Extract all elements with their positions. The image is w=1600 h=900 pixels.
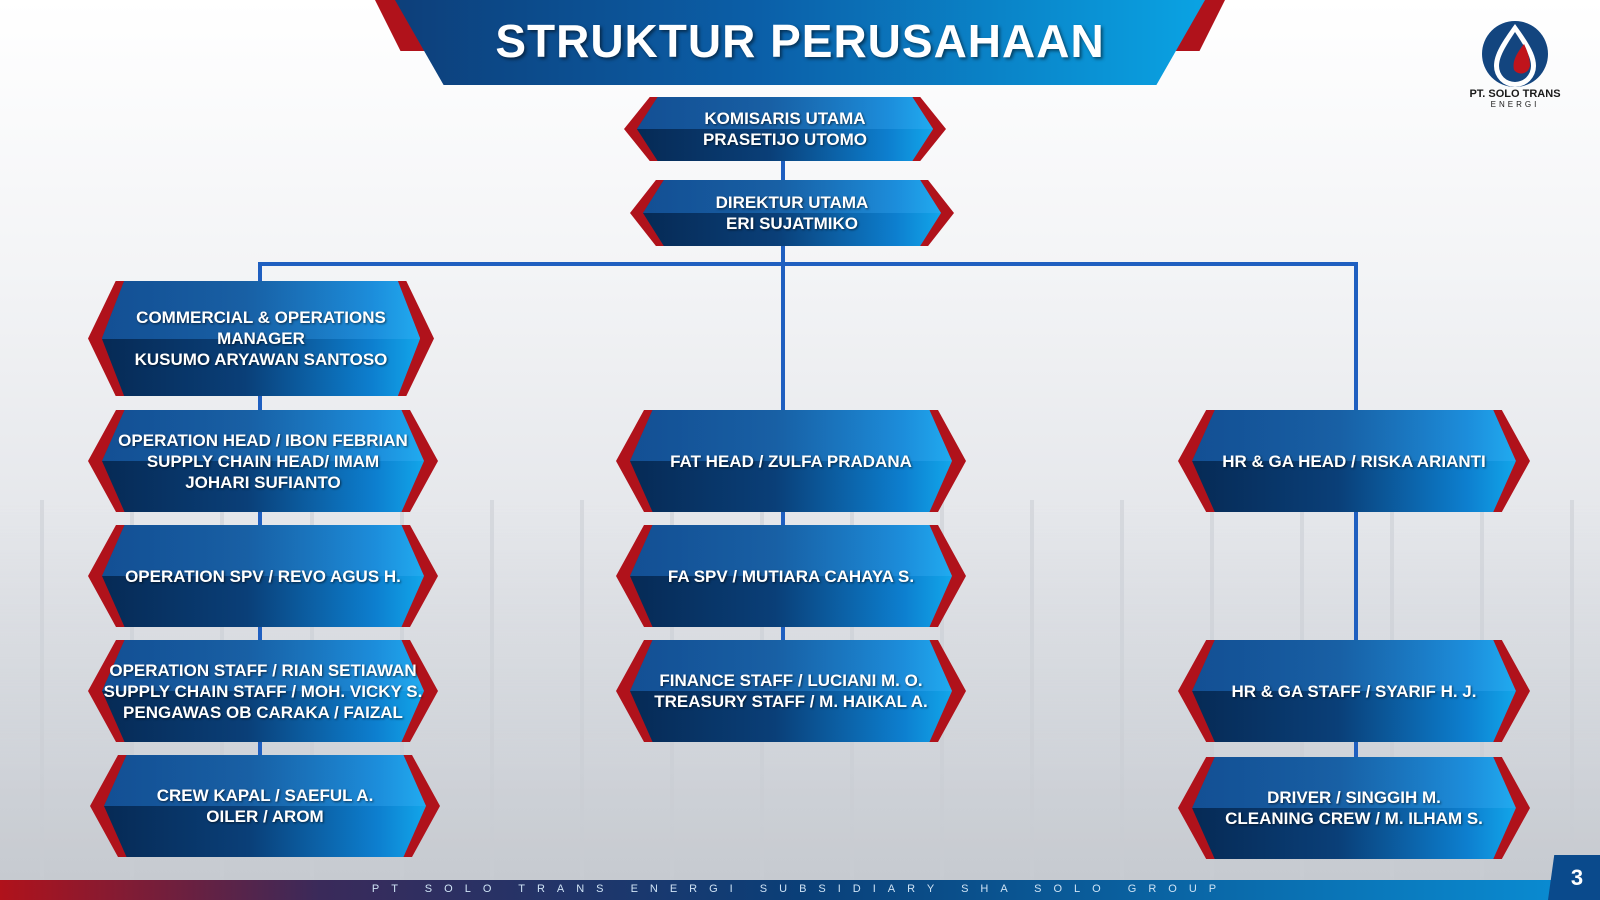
org-node-text: CREW KAPAL / SAEFUL A. OILER / AROM — [90, 755, 440, 857]
org-node-top-1: DIREKTUR UTAMA ERI SUJATMIKO — [630, 180, 954, 246]
org-node-line: ERI SUJATMIKO — [726, 214, 858, 233]
org-node-line: COMMERCIAL & OPERATIONS — [136, 308, 386, 327]
logo-sub: ENERGI — [1490, 100, 1540, 109]
org-node-line: JOHARI SUFIANTO — [185, 472, 341, 492]
logo-name: PT. SOLO TRANS — [1469, 88, 1561, 100]
page-number: 3 — [1548, 855, 1600, 900]
org-node-left-4: CREW KAPAL / SAEFUL A. OILER / AROM — [90, 755, 440, 857]
org-node-line: PRASETIJO UTOMO — [702, 130, 868, 149]
org-node-line: KOMISARIS UTAMA — [704, 109, 866, 128]
org-node-left-2: OPERATION SPV / REVO AGUS H. — [88, 525, 438, 627]
flame-drop-logo-icon — [1482, 21, 1548, 87]
org-node-left-0: COMMERCIAL & OPERATIONS MANAGER KUSUMO ARY… — [88, 281, 434, 396]
org-node-line: KUSUMO ARYAWAN SANTOSO — [134, 350, 388, 369]
org-node-line: CREW KAPAL / SAEFUL A. — [156, 786, 374, 805]
org-node-text: KOMISARIS UTAMA PRASETIJO UTOMO — [624, 97, 946, 161]
org-node-line: OPERATION STAFF / RIAN SETIAWAN — [109, 660, 417, 680]
org-node-text: FINANCE STAFF / LUCIANI M. O. TREASURY ST… — [616, 640, 966, 742]
org-node-text: FA SPV / MUTIARA CAHAYA S. — [616, 525, 966, 627]
connector-top — [781, 158, 785, 650]
org-node-text: OPERATION SPV / REVO AGUS H. — [88, 525, 438, 627]
org-node-text: HR & GA STAFF / SYARIF H. J. — [1178, 640, 1530, 742]
org-node-text: DRIVER / SINGGIH M. CLEANING CREW / M. IL… — [1178, 757, 1530, 859]
org-node-text: HR & GA HEAD / RISKA ARIANTI — [1178, 410, 1530, 512]
page-title: STRUKTUR PERUSAHAAN — [495, 15, 1105, 67]
org-node-line: FINANCE STAFF / LUCIANI M. O. — [659, 671, 923, 690]
connector-horizontal — [258, 262, 1358, 266]
org-node-middle-2: FINANCE STAFF / LUCIANI M. O. TREASURY ST… — [616, 640, 966, 742]
org-node-line: OILER / AROM — [206, 807, 324, 826]
connector-right — [1354, 262, 1358, 762]
org-node-line: HR & GA HEAD / RISKA ARIANTI — [1222, 451, 1486, 471]
org-node-line: FAT HEAD / ZULFA PRADANA — [670, 451, 912, 471]
org-node-line: SUPPLY CHAIN STAFF / MOH. VICKY S. — [103, 681, 423, 701]
org-node-top-0: KOMISARIS UTAMA PRASETIJO UTOMO — [624, 97, 946, 161]
org-node-line: FA SPV / MUTIARA CAHAYA S. — [667, 566, 915, 586]
footer-text: PT SOLO TRANS ENERGI SUBSIDIARY SHA SOLO… — [371, 883, 1229, 895]
org-node-line: OPERATION HEAD / IBON FEBRIAN — [118, 430, 408, 450]
org-node-line: TREASURY STAFF / M. HAIKAL A. — [654, 692, 928, 711]
org-node-middle-0: FAT HEAD / ZULFA PRADANA — [616, 410, 966, 512]
org-node-right-0: HR & GA HEAD / RISKA ARIANTI — [1178, 410, 1530, 512]
org-node-line: DRIVER / SINGGIH M. — [1267, 788, 1441, 807]
connector-left — [258, 262, 262, 762]
company-logo: PT. SOLO TRANS ENERGI — [1455, 20, 1575, 109]
org-node-text: DIREKTUR UTAMA ERI SUJATMIKO — [630, 180, 954, 246]
org-node-line: SUPPLY CHAIN HEAD/ IMAM — [146, 451, 380, 471]
org-node-line: HR & GA STAFF / SYARIF H. J. — [1231, 681, 1477, 701]
org-node-line: OPERATION SPV / REVO AGUS H. — [125, 566, 401, 586]
org-node-text: COMMERCIAL & OPERATIONS MANAGER KUSUMO ARY… — [88, 281, 434, 396]
org-node-line: MANAGER — [217, 329, 305, 348]
org-node-line: DIREKTUR UTAMA — [715, 193, 869, 212]
org-node-middle-1: FA SPV / MUTIARA CAHAYA S. — [616, 525, 966, 627]
org-node-right-2: DRIVER / SINGGIH M. CLEANING CREW / M. IL… — [1178, 757, 1530, 859]
org-node-right-1: HR & GA STAFF / SYARIF H. J. — [1178, 640, 1530, 742]
org-node-line: CLEANING CREW / M. ILHAM S. — [1225, 809, 1483, 828]
title-banner: STRUKTUR PERUSAHAAN — [375, 0, 1225, 85]
org-node-text: FAT HEAD / ZULFA PRADANA — [616, 410, 966, 512]
org-node-line: PENGAWAS OB CARAKA / FAIZAL — [123, 702, 403, 722]
footer-bar: PT SOLO TRANS ENERGI SUBSIDIARY SHA SOLO… — [0, 880, 1600, 900]
